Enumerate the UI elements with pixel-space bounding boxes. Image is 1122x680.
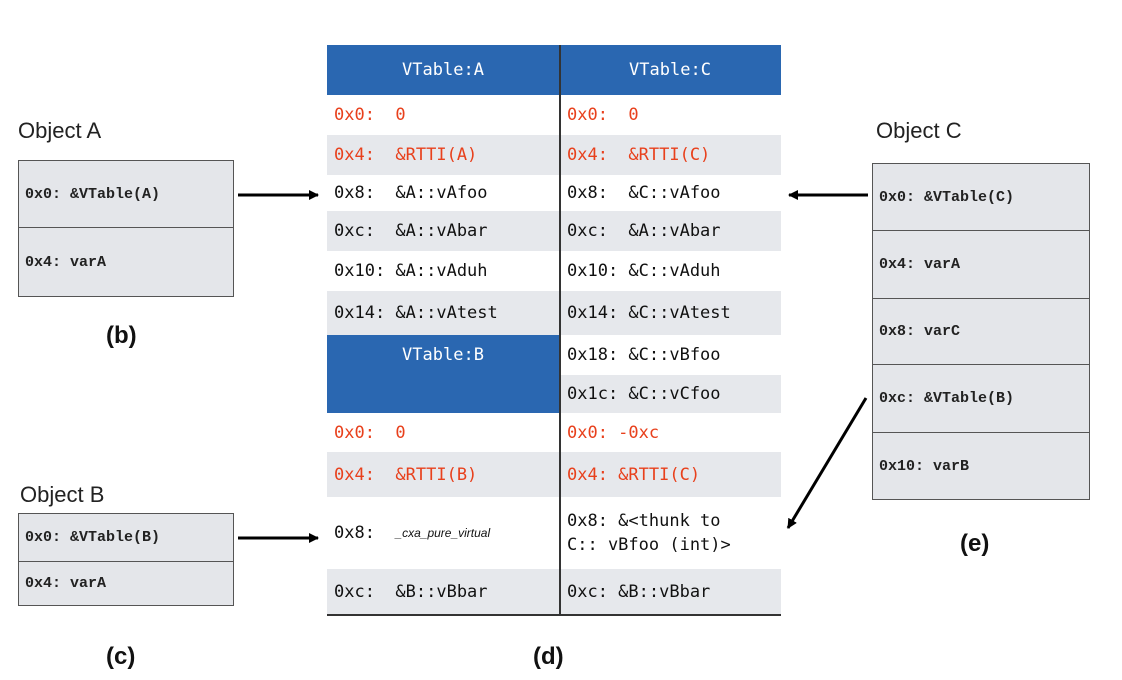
vtable-c-entry: 0x0: 0	[560, 95, 781, 135]
object-a-box: 0x0: &VTable(A) 0x4: varA	[18, 160, 234, 297]
caption-c: (c)	[106, 643, 136, 670]
vtable-a-entry: 0x4: &RTTI(A)	[327, 135, 559, 175]
caption-b: (b)	[106, 322, 137, 349]
vtable-a-entry: 0x14: &A::vAtest	[327, 291, 559, 335]
vtable-c-entry: 0xc: &A::vAbar	[560, 211, 781, 251]
table-bottom-border	[327, 614, 781, 616]
vtable-b-offset: 0x8:	[334, 523, 396, 543]
object-c-box: 0x0: &VTable(C) 0x4: varA 0x8: varC 0xc:…	[872, 163, 1090, 500]
vtable-a-entry: 0x0: 0	[327, 95, 559, 135]
arrow-c-vtable-b-to-thunk	[786, 397, 868, 529]
object-a-row: 0x0: &VTable(A)	[25, 185, 161, 203]
caption-e: (e)	[960, 530, 990, 557]
column-divider	[559, 45, 561, 615]
pure-virtual-label: _cxa_pure_virtual	[395, 526, 491, 540]
vtable-c-entry: 0x18: &C::vBfoo	[560, 335, 781, 375]
object-c-title: Object C	[876, 118, 962, 143]
vtable-c-entry: 0x14: &C::vAtest	[560, 291, 781, 335]
object-c-row: 0x0: &VTable(C)	[879, 188, 1015, 206]
object-b-row: 0x0: &VTable(B)	[25, 529, 161, 546]
object-c-row: 0xc: &VTable(B)	[873, 364, 1089, 432]
vtable-b-entry: 0x4: &RTTI(B)	[327, 452, 559, 497]
vtable-c-header: VTable:C	[559, 45, 781, 95]
object-c-row: 0x8: varC	[873, 298, 1089, 364]
object-b-row: 0x4: varA	[19, 561, 233, 605]
thunk-line-1: 0x8: &<thunk to	[567, 511, 721, 531]
vtable-c-entry: 0x0: -0xc	[560, 413, 781, 452]
vtable-b-header: VTable:B	[327, 335, 559, 413]
vtable-c-entry: 0x1c: &C::vCfoo	[560, 375, 781, 413]
object-c-row: 0x4: varA	[873, 230, 1089, 298]
object-b-box: 0x0: &VTable(B) 0x4: varA	[18, 513, 234, 606]
vtable-c-entry: 0x8: &C::vAfoo	[560, 175, 781, 211]
vtable-grid: VTable:A VTable:C VTable:B 0x0: 0 0x4: &…	[327, 45, 781, 616]
object-a-title: Object A	[18, 118, 102, 143]
vtable-c-entry: 0xc: &B::vBbar	[560, 569, 781, 615]
vtable-b-entry: 0xc: &B::vBbar	[327, 569, 559, 615]
vtable-c-entry: 0x8: &<thunk to C:: vBfoo (int)>	[560, 497, 781, 569]
object-b-title: Object B	[20, 482, 105, 507]
object-c-row: 0x10: varB	[873, 432, 1089, 499]
vtable-c-entry: 0x4: &RTTI(C)	[560, 135, 781, 175]
vtable-a-entry: 0xc: &A::vAbar	[327, 211, 559, 251]
thunk-line-2: C:: vBfoo (int)>	[567, 535, 731, 555]
vtable-a-header: VTable:A	[327, 45, 559, 95]
vtable-b-entry: 0x8: _cxa_pure_virtual	[327, 497, 559, 569]
vtable-c-entry: 0x10: &C::vAduh	[560, 251, 781, 291]
object-a-row: 0x4: varA	[19, 227, 233, 296]
caption-d: (d)	[533, 643, 564, 670]
vtable-b-entry: 0x0: 0	[327, 413, 559, 452]
vtable-a-entry: 0x8: &A::vAfoo	[327, 175, 559, 211]
vtable-a-entry: 0x10: &A::vAduh	[327, 251, 559, 291]
vtable-c-entry: 0x4: &RTTI(C)	[560, 452, 781, 497]
